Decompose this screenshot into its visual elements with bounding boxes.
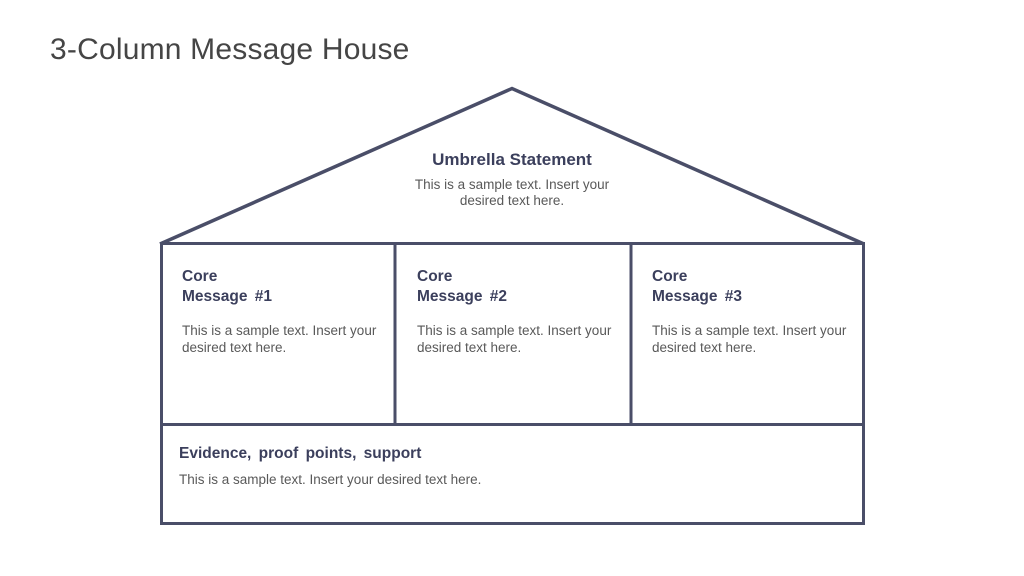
- core-message-1-heading: Core Message #1: [182, 267, 382, 307]
- roof-outline: [159, 86, 865, 246]
- core-message-1-body-text: This is a sample text. Insert your desir…: [182, 323, 377, 355]
- core-message-1-heading-line1: Core: [182, 268, 218, 285]
- evidence-body-text: This is a sample text. Insert your desir…: [179, 472, 482, 487]
- page-title: 3-Column Message House: [50, 33, 410, 66]
- core-message-3-heading-line1: Core: [652, 268, 688, 285]
- core-message-3-heading: Core Message #3: [652, 267, 852, 307]
- core-message-3-block: Core Message #3 This is a sample text. I…: [652, 267, 852, 356]
- core-message-2-block: Core Message #2 This is a sample text. I…: [417, 267, 617, 356]
- core-message-2-heading-line2: Message #2: [417, 288, 508, 305]
- umbrella-body-text: This is a sample text. Insert your desir…: [414, 177, 610, 208]
- core-message-2-body-text: This is a sample text. Insert your desir…: [417, 323, 612, 355]
- core-message-2-heading: Core Message #2: [417, 267, 617, 307]
- umbrella-heading: Umbrella Statement: [432, 150, 592, 169]
- core-message-1-block: Core Message #1 This is a sample text. I…: [182, 267, 382, 356]
- evidence-block: Evidence, proof points, support This is …: [179, 445, 839, 488]
- core-message-2-heading-line1: Core: [417, 268, 453, 285]
- umbrella-statement-block: Umbrella Statement This is a sample text…: [387, 150, 637, 209]
- core-message-3-body-text: This is a sample text. Insert your desir…: [652, 323, 847, 355]
- core-message-1-heading-line2: Message #1: [182, 288, 273, 305]
- core-message-3-heading-line2: Message #3: [652, 288, 743, 305]
- evidence-heading: Evidence, proof points, support: [179, 445, 422, 462]
- house-body-outline: [160, 242, 865, 525]
